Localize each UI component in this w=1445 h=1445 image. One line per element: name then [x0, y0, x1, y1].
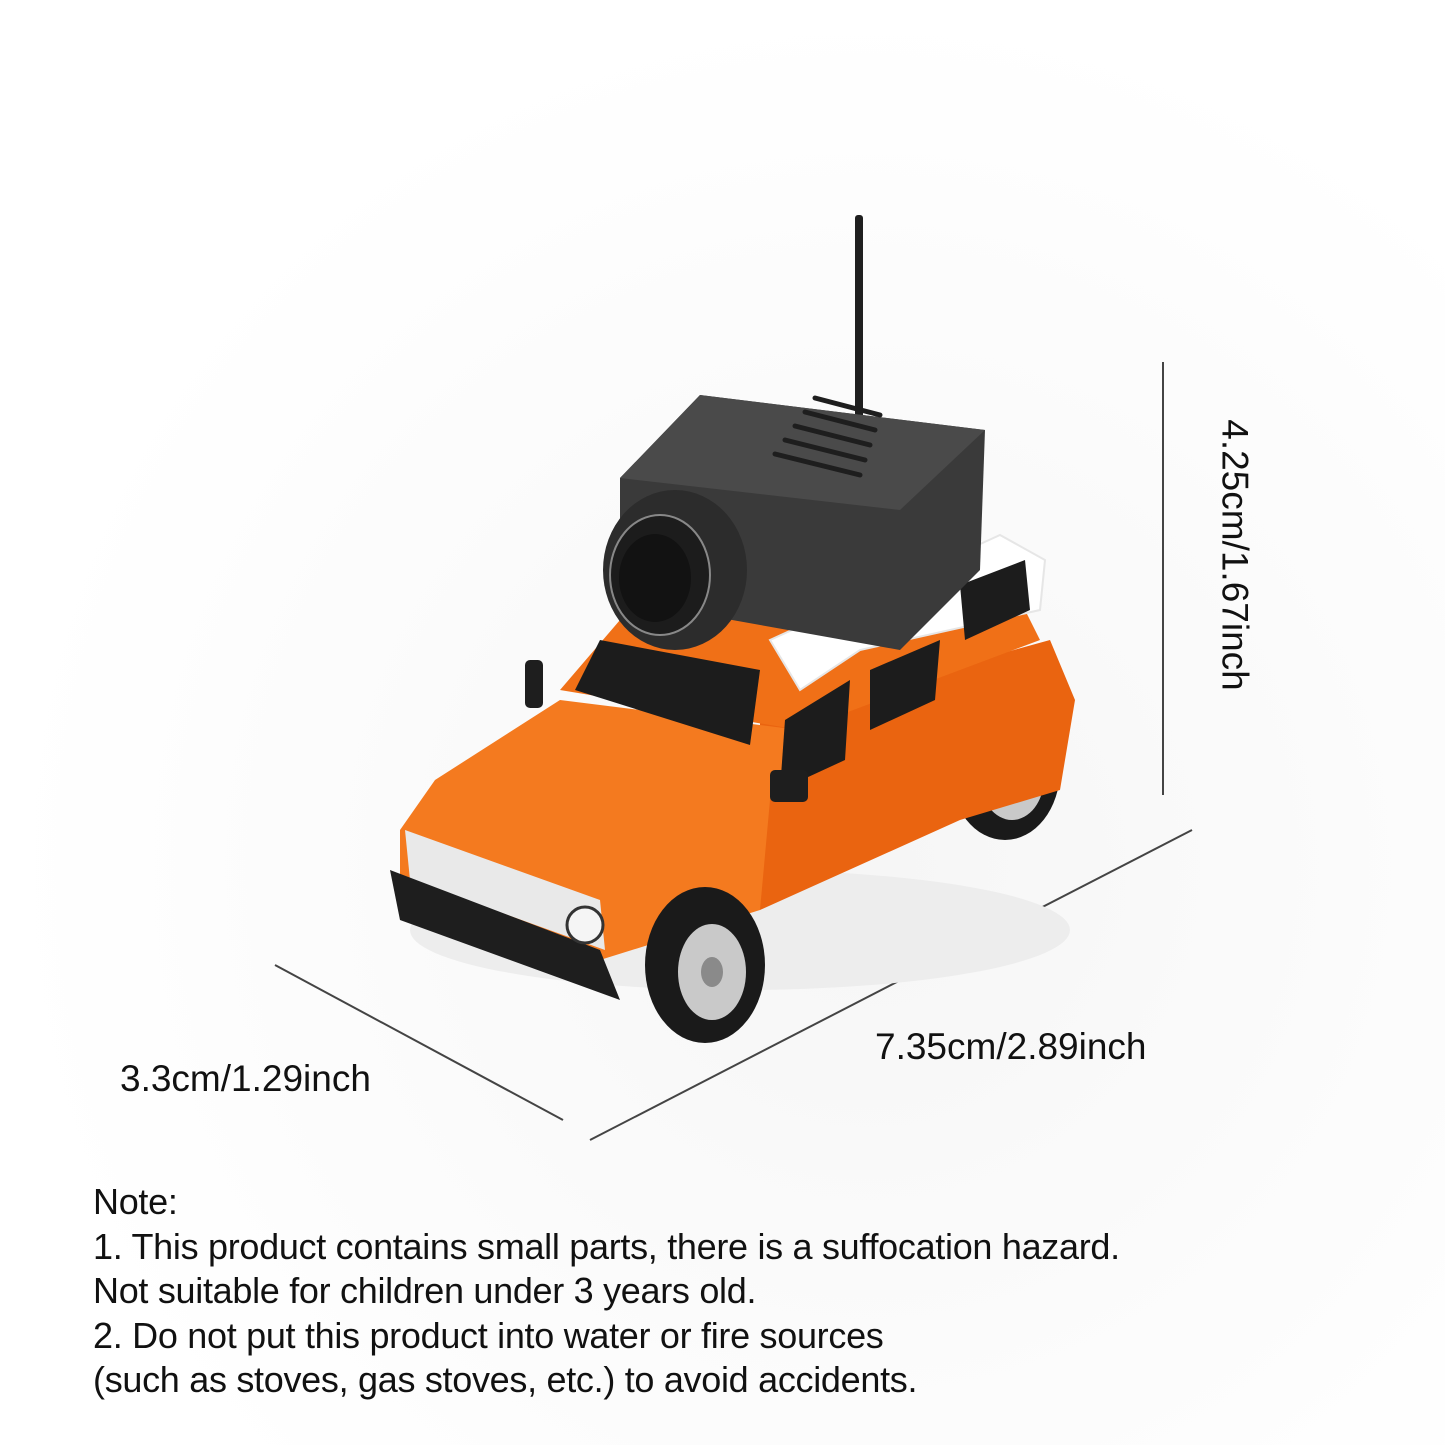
headlight [565, 905, 605, 945]
height-dimension-label: 4.25cm/1.67inch [1214, 419, 1256, 691]
side-window-front [780, 680, 850, 790]
note-line-1: 1. This product contains small parts, th… [93, 1225, 1120, 1267]
side-window-middle [870, 640, 940, 730]
front-wheel [645, 887, 765, 1043]
side-mirror-left [525, 660, 543, 708]
length-dimension-label: 7.35cm/2.89inch [875, 1026, 1147, 1067]
note-line-4: (such as stoves, gas stoves, etc.) to av… [93, 1359, 918, 1400]
length-dimension-line [589, 829, 1193, 1141]
safety-notes: Note: 1. This product contains small par… [93, 1180, 1120, 1403]
note-line-2: Not suitable for children under 3 years … [93, 1270, 757, 1311]
car-grille [405, 830, 605, 950]
antenna [855, 215, 863, 425]
side-window-rear [960, 560, 1030, 640]
depth-dimension-line [274, 964, 564, 1121]
vent-slots [772, 395, 883, 478]
camera-lens [619, 534, 691, 622]
car-bumper [390, 870, 620, 1000]
camera-module [603, 395, 985, 650]
windshield [575, 640, 760, 745]
side-mirror-right [770, 770, 808, 802]
notes-title: Note: [93, 1181, 178, 1222]
note-line-3: 2. Do not put this product into water or… [93, 1314, 884, 1356]
depth-dimension-label: 3.3cm/1.29inch [120, 1058, 371, 1099]
